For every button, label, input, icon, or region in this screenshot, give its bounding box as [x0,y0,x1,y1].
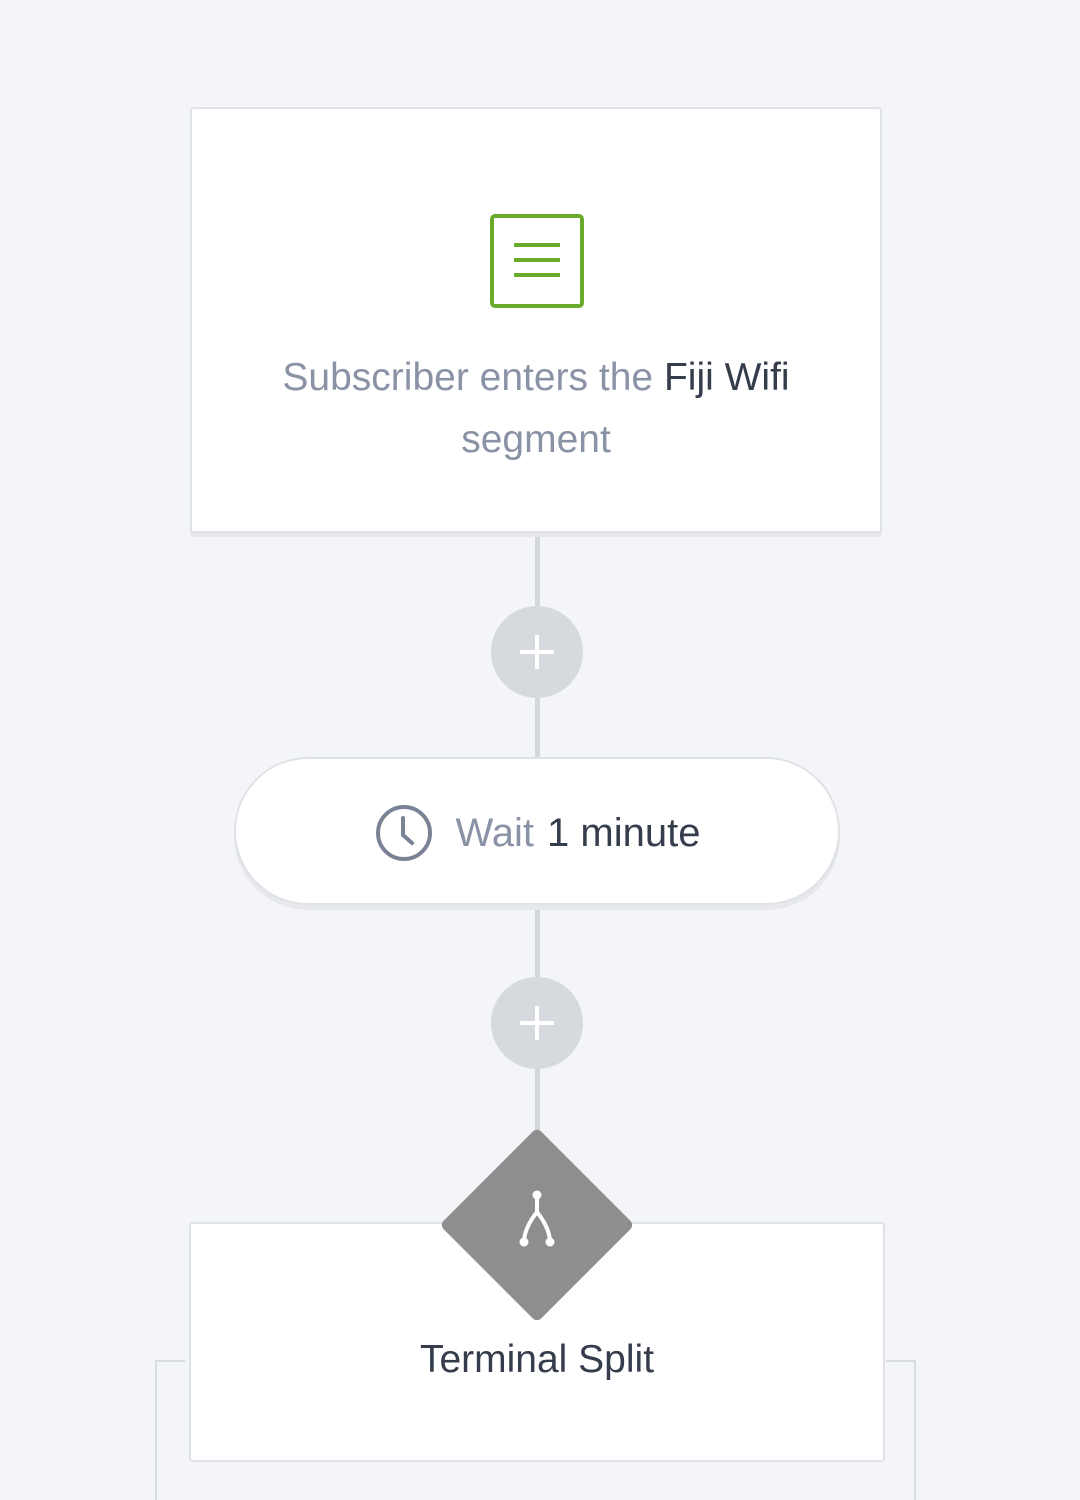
trigger-description: Subscriber enters the Fiji Wifi segment [232,347,840,471]
wait-content: Wait 1 minute [236,803,838,863]
branch-line-right [886,1360,916,1500]
trigger-prefix: Subscriber enters the [282,356,654,399]
plus-icon [520,1006,554,1040]
plus-icon [520,635,554,669]
wait-duration[interactable]: 1 minute [547,810,701,855]
trigger-card[interactable]: Subscriber enters the Fiji Wifi segment [190,107,882,533]
wait-label: Wait [455,810,535,855]
branch-line-left [155,1360,185,1500]
clock-icon [375,805,432,861]
add-step-button[interactable] [491,977,583,1069]
split-branch-icon [519,1190,555,1247]
trigger-suffix: segment [461,418,611,461]
wait-step[interactable]: Wait 1 minute [234,757,840,905]
add-step-button[interactable] [491,606,583,698]
segment-list-icon [490,214,584,308]
split-title: Terminal Split [419,1338,655,1381]
segment-name[interactable]: Fiji Wifi [663,356,790,399]
